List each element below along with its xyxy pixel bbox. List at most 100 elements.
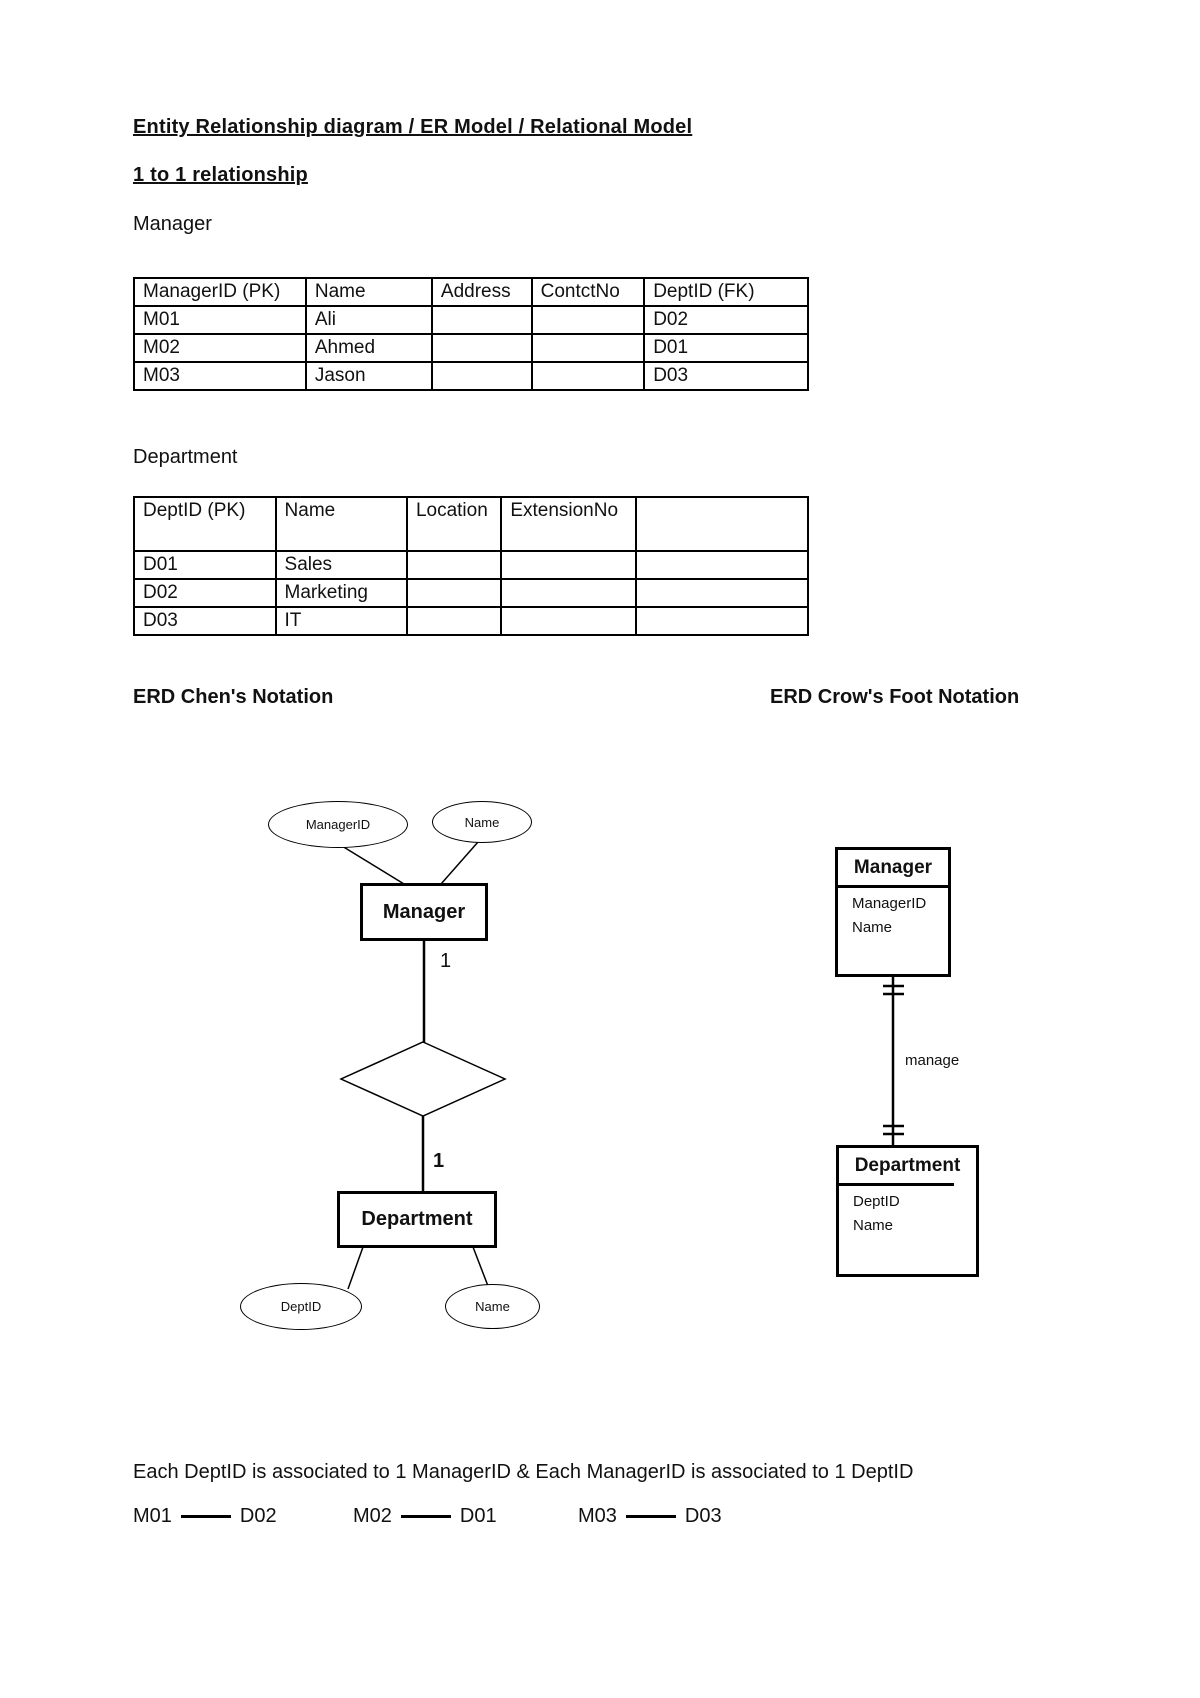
table-cell: D02 [643, 305, 809, 335]
column-header: ExtensionNo [500, 496, 638, 552]
pair-connector-line [400, 1515, 451, 1518]
crowsfoot-entity-department: Department DeptID Name [836, 1145, 979, 1277]
column-header: Name [304, 277, 433, 307]
chen-line-name-to-manager [440, 841, 479, 885]
column-header: Location [405, 496, 503, 552]
column-header: ContctNo [530, 277, 646, 307]
chen-relationship-diamond [339, 1041, 507, 1117]
table-cell [635, 606, 809, 636]
table-cell [405, 606, 503, 636]
pair-right: D01 [459, 1505, 497, 1527]
column-header: DeptID (PK) [133, 496, 277, 552]
table-cell [530, 333, 646, 363]
pair-left: M02 [353, 1505, 392, 1527]
entity-title: Department [854, 1155, 961, 1176]
table-cell: M03 [133, 361, 307, 391]
title-separator [839, 1183, 955, 1186]
chen-attribute-ellipse-name-top: Name [432, 801, 532, 843]
table-cell: Marketing [274, 578, 408, 608]
column-header: ManagerID (PK) [133, 277, 307, 307]
table-cell: M02 [133, 333, 307, 363]
table-cell [405, 578, 503, 608]
table-cell [635, 550, 809, 580]
crowsfoot-entity-manager: Manager ManagerID Name [835, 847, 951, 977]
page-subtitle: 1 to 1 relationship [133, 164, 308, 186]
table-cell [500, 578, 638, 608]
column-header: Address [430, 277, 533, 307]
pair-left: M01 [133, 1505, 172, 1527]
crowsfoot-notation-heading: ERD Crow's Foot Notation [770, 686, 1020, 708]
chen-attribute-ellipse-name-bottom: Name [445, 1284, 540, 1329]
page-title: Entity Relationship diagram / ER Model /… [133, 116, 693, 138]
chen-line-managerid-to-manager [341, 845, 405, 885]
pair-m03-d03: M03 D03 [578, 1505, 722, 1528]
chen-entity-manager: Manager [360, 883, 488, 941]
entity-attribute: DeptID [853, 1192, 900, 1210]
entity-title: Manager [853, 857, 933, 878]
pair-right: D03 [684, 1505, 722, 1527]
table-cell [430, 305, 533, 335]
table-cell [500, 606, 638, 636]
chen-entity-department: Department [337, 1191, 497, 1248]
table-cell: Ali [304, 305, 433, 335]
table-cell: D01 [133, 550, 277, 580]
attribute-label: Name [475, 1299, 510, 1314]
table-cell [635, 578, 809, 608]
crowsfoot-relationship-label: manage [905, 1052, 960, 1069]
table-cell [430, 333, 533, 363]
title-separator [838, 885, 948, 888]
department-table-label: Department [133, 446, 238, 468]
pair-right: D02 [239, 1505, 277, 1527]
pair-connector-line [180, 1515, 231, 1518]
column-header [635, 496, 809, 552]
entity-attribute: Name [852, 918, 893, 936]
pair-m02-d01: M02 D01 [353, 1505, 497, 1528]
table-cell: Jason [304, 361, 433, 391]
attribute-label: Name [464, 814, 500, 830]
chen-cardinality-bottom: 1 [433, 1150, 445, 1172]
chen-attribute-ellipse-deptid: DeptID [240, 1283, 362, 1330]
entity-attribute: Name [853, 1216, 894, 1234]
table-cell: D01 [643, 333, 809, 363]
attribute-label: DeptID [280, 1299, 322, 1314]
column-header: Name [274, 496, 408, 552]
chen-attribute-ellipse-managerid: ManagerID [268, 801, 408, 848]
table-cell [405, 550, 503, 580]
table-cell [430, 361, 533, 391]
table-cell: IT [274, 606, 408, 636]
entity-attribute: ManagerID [852, 894, 927, 912]
table-cell [500, 550, 638, 580]
chen-notation-heading: ERD Chen's Notation [133, 686, 334, 708]
manager-table-label: Manager [133, 213, 212, 235]
attribute-label: ManagerID [305, 817, 371, 832]
entity-label: Manager [382, 900, 466, 923]
table-cell: D02 [133, 578, 277, 608]
column-header: DeptID (FK) [643, 277, 809, 307]
pair-connector-line [625, 1515, 676, 1518]
chen-cardinality-top: 1 [440, 950, 452, 972]
table-cell: Sales [274, 550, 408, 580]
table-cell [530, 361, 646, 391]
association-note: Each DeptID is associated to 1 ManagerID… [133, 1461, 914, 1483]
pair-m01-d02: M01 D02 [133, 1505, 277, 1528]
table-cell: Ahmed [304, 333, 433, 363]
table-cell: M01 [133, 305, 307, 335]
chen-line-department-to-name [472, 1246, 489, 1287]
table-cell: D03 [133, 606, 277, 636]
table-cell [530, 305, 646, 335]
chen-line-department-to-deptid [347, 1246, 364, 1290]
table-cell: D03 [643, 361, 809, 391]
entity-label: Department [361, 1208, 473, 1230]
